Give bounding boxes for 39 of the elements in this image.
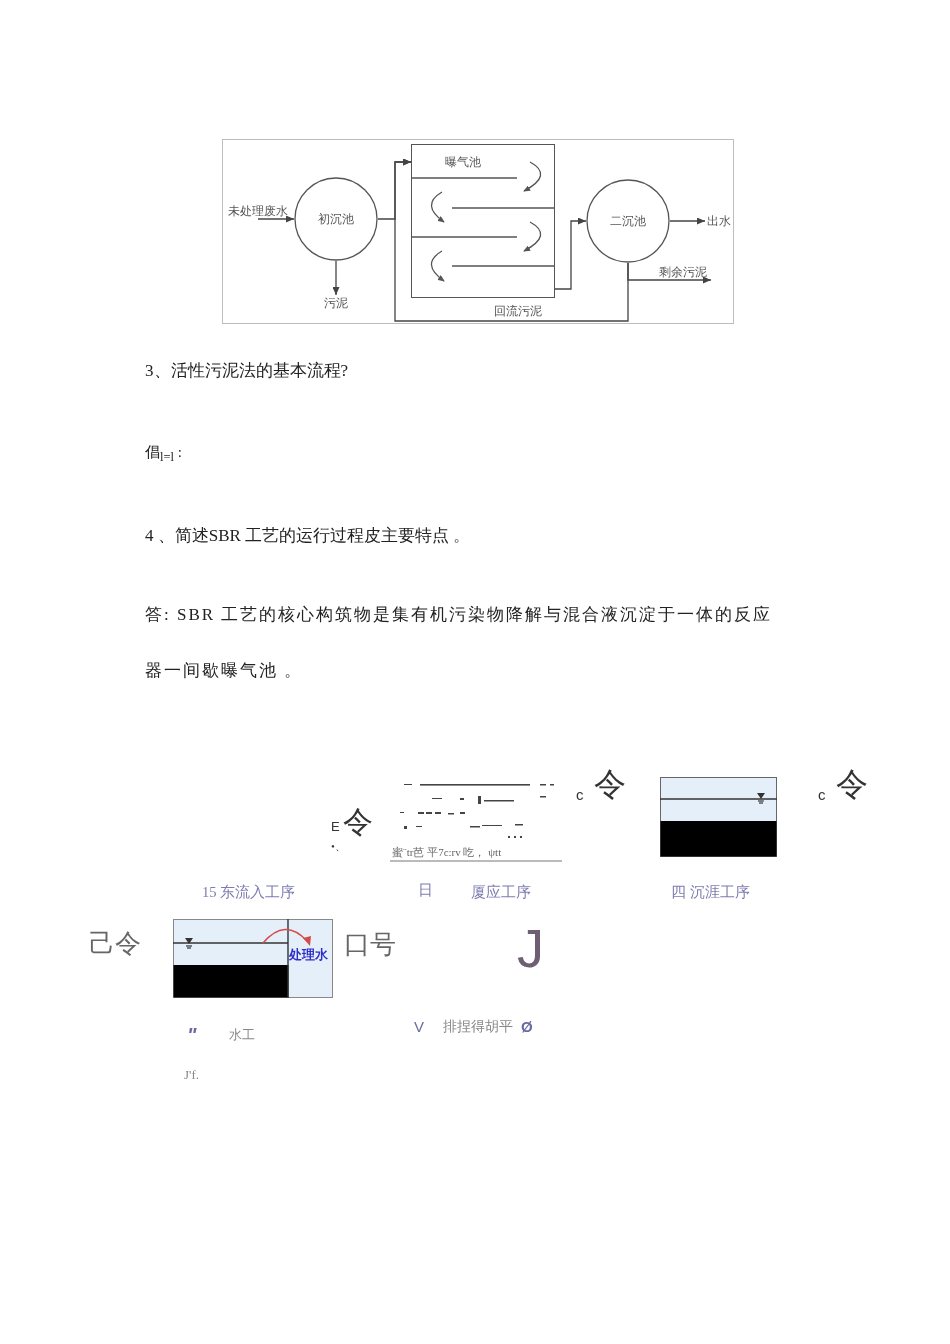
garbled-text: 口号 bbox=[344, 930, 396, 960]
flow-arrow bbox=[669, 217, 706, 225]
garbled-text: c bbox=[818, 786, 826, 804]
flow-arrow bbox=[394, 158, 629, 322]
flow-arrow bbox=[257, 215, 295, 223]
garbled-text: 蜜¨tr芭 平7c:rv 吃， ψtt bbox=[392, 846, 502, 859]
aeration-tank-box bbox=[411, 144, 555, 298]
garbled-text: " bbox=[187, 1024, 197, 1047]
flow-label: 未处理废水 bbox=[224, 203, 292, 219]
flow-label: 出水 bbox=[705, 213, 733, 228]
clarifier-circle: 初沉池 bbox=[294, 177, 378, 261]
stage-caption: 四 沉涯工序 bbox=[671, 884, 750, 901]
stage-caption: 厦应工序 bbox=[471, 884, 531, 901]
garbled-text: J'f. bbox=[184, 1068, 199, 1083]
garbled-text: c bbox=[576, 786, 584, 804]
garbled-text: 己令 bbox=[89, 929, 141, 959]
flow-arrow bbox=[554, 217, 587, 290]
garbled-text: •、 bbox=[331, 840, 346, 853]
garbled-text: 令 bbox=[836, 766, 868, 803]
garbled-text: 令 bbox=[594, 766, 626, 803]
garbled-text: Ø bbox=[521, 1018, 533, 1036]
garbled-text: 令 bbox=[343, 805, 373, 840]
question-text: 3、活性污泥法的基本流程? bbox=[145, 361, 349, 381]
answer-text: 答: SBR 工艺的核心构筑物是集有机污染物降解与混合液沉淀于一体的反应器一间歇曝气池 。 bbox=[145, 604, 774, 682]
question-text: 4 、简述SBR 工艺的运行过程皮主要特点 。 bbox=[145, 526, 471, 546]
garbled-text: J bbox=[517, 917, 544, 980]
garbled-text: V bbox=[414, 1018, 424, 1036]
stage-caption: 15 东流入工序 bbox=[202, 884, 296, 901]
flow-label: 污泥 bbox=[322, 295, 350, 310]
answer-text: 倡$_{l=l}$ : bbox=[145, 444, 182, 465]
clarifier-circle: 二沉池 bbox=[586, 179, 670, 263]
tank-label: 曝气池 bbox=[445, 156, 481, 168]
drawing-label: 处理水 bbox=[289, 948, 328, 963]
stage-caption: 日 bbox=[418, 882, 433, 899]
flow-arrow bbox=[332, 260, 340, 296]
stage-caption: 排捏得胡平 bbox=[443, 1019, 513, 1036]
garbled-text: E bbox=[331, 820, 340, 835]
stage-caption: 水工 bbox=[229, 1028, 255, 1043]
flow-label: 剩余污泥 bbox=[655, 264, 711, 280]
